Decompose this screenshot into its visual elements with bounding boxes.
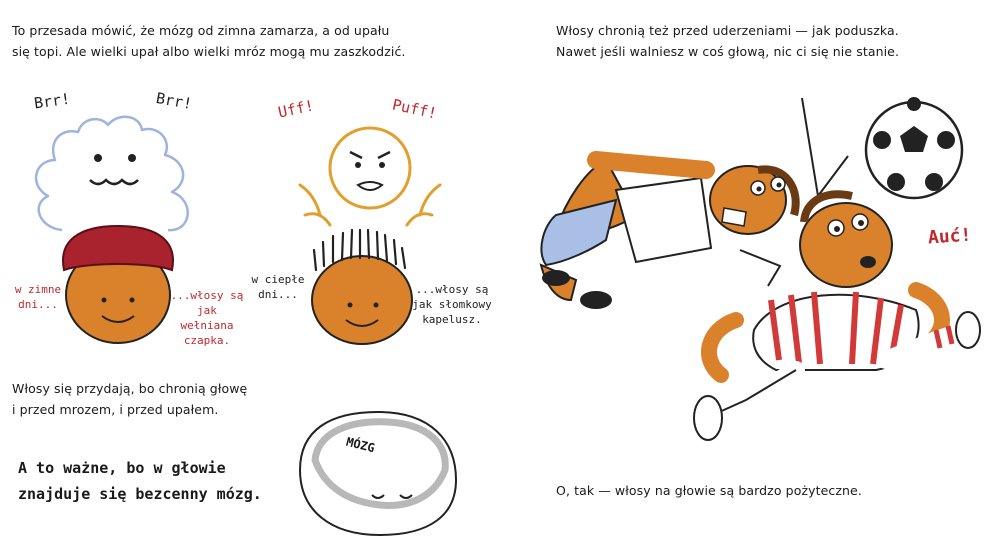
player-blue bbox=[539, 151, 800, 309]
wool-hair bbox=[62, 224, 174, 272]
left-intro-paragraph: To przesada mówić, że mózg od zimna zama… bbox=[12, 20, 492, 62]
brain-shape bbox=[311, 418, 449, 509]
protect-paragraph: Włosy się przydają, bo chronią głowę i p… bbox=[12, 378, 312, 420]
ouch-text: Auć! bbox=[927, 224, 973, 249]
brain-head-illustration bbox=[298, 410, 458, 537]
straw-hair bbox=[312, 228, 407, 272]
warm-hair-caption: ...włosy są jak słomkowy kapelusz. bbox=[412, 283, 492, 326]
protect-line-1: Włosy się przydają, bo chronią głowę bbox=[12, 381, 248, 396]
left-intro-line-1: To przesada mówić, że mózg od zimna zama… bbox=[12, 23, 390, 38]
brain-line-2: znajduje się bezcenny mózg. bbox=[18, 485, 262, 503]
football-illustration bbox=[539, 97, 981, 441]
football bbox=[864, 97, 964, 200]
sun-illustration bbox=[328, 126, 412, 210]
right-intro-line-2: Nawet jeśli walniesz w coś głową, nic ci… bbox=[556, 44, 900, 59]
warm-face bbox=[311, 255, 413, 345]
brain-line-1: A to ważne, bo w głowie bbox=[18, 459, 226, 477]
warm-days-label: w ciepłe dni... bbox=[251, 273, 305, 301]
cold-days-label: w zimne dni... bbox=[14, 283, 62, 311]
frost-ghost-illustration bbox=[34, 115, 189, 232]
right-page: Włosy chronią też przed uderzeniami — ja… bbox=[496, 0, 992, 542]
brain-statement: A to ważne, bo w głowie znajduje się bez… bbox=[18, 455, 262, 507]
right-outro: O, tak — włosy na głowie są bardzo pożyt… bbox=[556, 483, 862, 498]
cold-hair-caption: ...włosy są jak wełniana czapka. bbox=[170, 289, 244, 347]
right-intro-paragraph: Włosy chronią też przed uderzeniami — ja… bbox=[556, 20, 986, 62]
right-intro-line-1: Włosy chronią też przed uderzeniami — ja… bbox=[556, 23, 899, 38]
left-intro-line-2: się topi. Ale wielki upał albo wielki mr… bbox=[12, 44, 406, 59]
left-page: To przesada mówić, że mózg od zimna zama… bbox=[12, 20, 492, 537]
player-striped bbox=[693, 190, 981, 441]
protect-line-2: i przed mrozem, i przed upałem. bbox=[12, 402, 219, 417]
left-illustrations bbox=[34, 115, 458, 537]
